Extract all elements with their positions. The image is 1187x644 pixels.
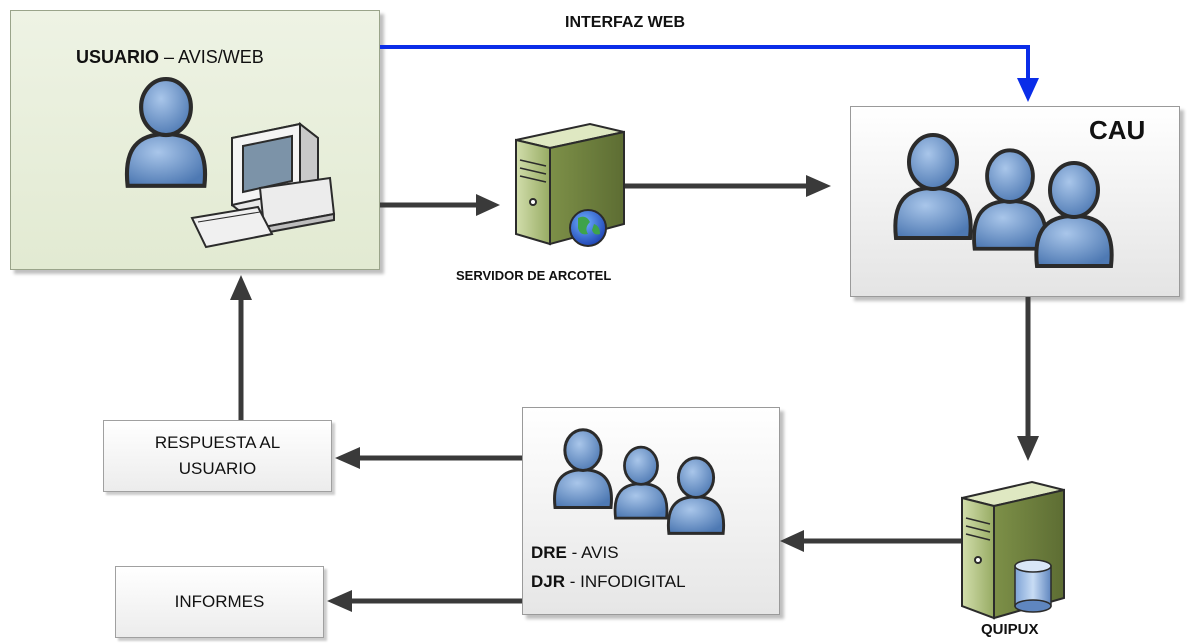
servidor-arcotel-label: SERVIDOR DE ARCOTEL xyxy=(456,268,612,283)
dre-person-3-icon xyxy=(666,456,726,535)
interfaz-web-label: INTERFAZ WEB xyxy=(565,14,685,31)
informes-box: INFORMES xyxy=(115,566,324,638)
dre-label: DRE - AVIS xyxy=(531,543,619,562)
cau-person-2-icon xyxy=(974,150,1046,248)
quipux-label: QUIPUX xyxy=(981,621,1039,638)
servidor-arcotel-icon xyxy=(515,122,625,247)
informes-label: INFORMES xyxy=(174,592,265,611)
cau-person-1-icon xyxy=(895,135,970,238)
respuesta-label: RESPUESTA AL USUARIO xyxy=(154,433,281,478)
usuario-title: USUARIO – AVIS/WEB xyxy=(76,47,264,67)
respuesta-box: RESPUESTA AL USUARIO xyxy=(103,420,332,492)
interfaz-web-arrow xyxy=(380,45,1039,102)
djr-label: DJR - INFODIGITAL xyxy=(531,572,686,591)
computer-icon xyxy=(190,121,336,249)
dre-person-1-icon xyxy=(552,428,614,510)
flow-arrows xyxy=(230,175,1039,612)
usuario-person-icon xyxy=(127,79,205,186)
cau-person-3-icon xyxy=(1036,163,1111,266)
quipux-server-icon xyxy=(961,480,1065,620)
dre-person-2-icon xyxy=(613,445,669,520)
cau-label: CAU xyxy=(1089,115,1146,145)
